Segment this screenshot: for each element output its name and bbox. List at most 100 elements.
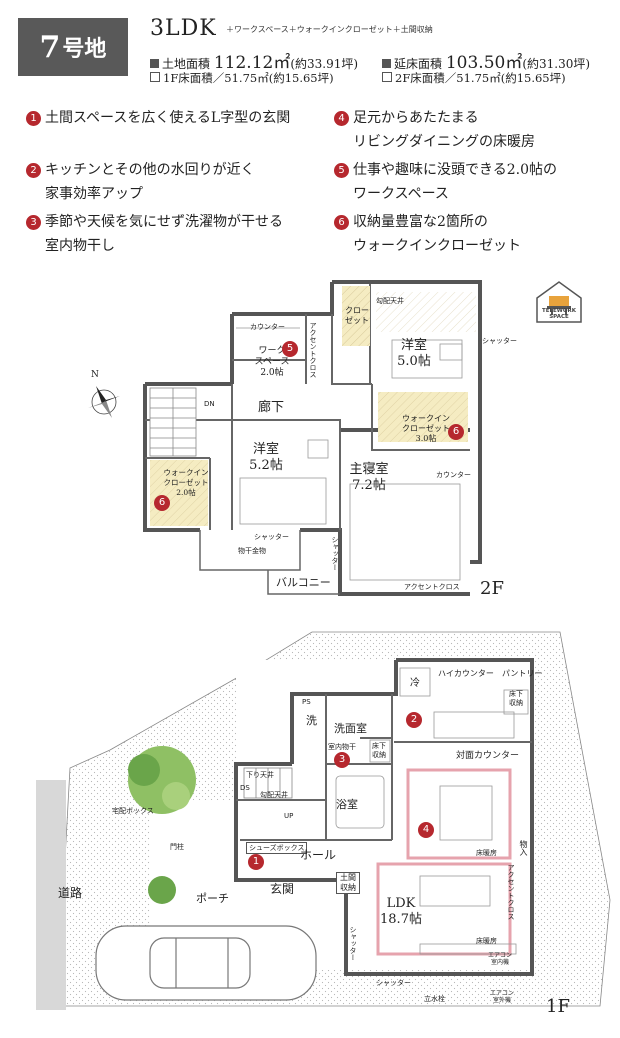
room-name: 洋室: [400, 338, 427, 353]
f1-ac-outdoor: エアコン 室外機: [484, 990, 520, 1004]
room-name: 床下: [509, 690, 523, 698]
marker-4: 4: [418, 822, 434, 838]
f2-hallway-label: 廊下: [258, 400, 285, 415]
f2-counter-right-label: カウンター: [436, 471, 471, 479]
layout-extras: ＋ワークスペース＋ウォークインクローゼット＋土間収納: [226, 25, 433, 34]
f1-standing-faucet-label: 立水栓: [424, 995, 445, 1003]
f1-porch-label: ポーチ: [196, 892, 229, 905]
room-name: 室外機: [492, 997, 511, 1004]
room-name: ウォークイン: [163, 468, 209, 477]
floor1-furniture: [335, 667, 529, 955]
floor1-stairs: [243, 767, 293, 799]
floor1-area-row: 1F床面積／51.75㎡(約15.65坪): [150, 70, 334, 86]
f2-shutter-vertical-label: シャッター: [331, 536, 339, 571]
feature-text: ウォークインクローゼット: [353, 238, 521, 254]
f2-shutter-right-label: シャッター: [482, 337, 517, 345]
layout-type: 3LDK: [150, 16, 217, 41]
f1-dropped-ceiling-label: 下り天井: [246, 771, 274, 779]
floor2-label: 2F: [480, 578, 504, 599]
feature-text: キッチンとその他の水回りが近く: [45, 162, 255, 178]
marker-2: 2: [406, 712, 422, 728]
marker-6: 6: [448, 424, 464, 440]
room-name: クロー: [345, 306, 369, 315]
land-area-value: 112.12㎡: [213, 53, 291, 73]
feature-text: リビングダイニングの床暖房: [353, 134, 535, 150]
floor2-balcony: [199, 530, 340, 595]
room-size: 7.2帖: [352, 478, 386, 493]
land-area-tsubo: (約33.91坪): [290, 57, 359, 71]
room-name: 室内機: [490, 959, 509, 966]
f1-floor-heating-top-label: 床暖房: [476, 849, 497, 857]
f1-bathroom-label: 浴室: [336, 798, 358, 811]
f2-dn-label: DN: [204, 400, 215, 408]
f2-wic-left-room: ウォークイン クローゼット 2.0帖: [160, 468, 212, 498]
land-area-label: 土地面積: [162, 57, 211, 71]
f2-drying-hardware-label: 物干金物: [238, 547, 266, 555]
floor1-walls: [234, 658, 534, 976]
car-icon: [95, 925, 317, 1001]
room-name: 収納: [372, 751, 386, 759]
f2-wic-right-room: ウォークイン クローゼット 3.0帖: [396, 414, 456, 444]
f1-hall-label: ホール: [300, 848, 337, 862]
f2-western-room-a: 洋室 5.0帖: [394, 338, 434, 370]
lot-number-badge: 7 号地: [18, 18, 128, 76]
f1-delivery-box-label: 宅配ボックス: [112, 807, 154, 815]
room-name: 収納: [509, 699, 523, 707]
telework-house-icon: [536, 281, 582, 323]
feature-number: 1: [26, 111, 41, 126]
f1-high-counter-label: ハイカウンター: [438, 669, 494, 678]
compass-rose-icon: [88, 386, 120, 418]
room-name: 主寝室: [349, 462, 389, 477]
floor2-furniture: [236, 327, 463, 581]
outline-square-icon: [382, 72, 392, 82]
telework-line2: SPACE: [549, 314, 569, 320]
feature-number: 5: [334, 163, 349, 178]
room-name: ゼット: [345, 316, 369, 325]
room-name: 床下: [372, 742, 386, 750]
f1-ldk-room: LDK 18.7帖: [376, 896, 426, 928]
feature-number: 6: [334, 215, 349, 230]
f1-ds-label: DS: [240, 784, 250, 792]
telework-label: TELEWORK SPACE: [534, 308, 584, 320]
floor1-area: 1F床面積／51.75㎡(約15.65坪): [163, 71, 334, 85]
room-size: 5.0帖: [397, 354, 431, 369]
feature-number: 2: [26, 163, 41, 178]
feature-text: ワークスペース: [353, 186, 449, 202]
feature-text: 家事効率アップ: [45, 186, 143, 202]
feature-text: 室内物干し: [45, 238, 115, 254]
f2-balcony-label: バルコニー: [276, 576, 331, 589]
room-name: 洋室: [252, 442, 279, 457]
floor2-walls: [143, 280, 482, 596]
room-name: 収納: [340, 883, 356, 892]
room-name: クローゼット: [402, 424, 450, 433]
floor-area-label: 延床面積: [394, 57, 443, 71]
f1-gate-pillar-label: 門柱: [170, 843, 184, 851]
f2-slope-ceiling-label: 勾配天井: [376, 297, 404, 305]
f1-road-label: 道路: [58, 886, 83, 900]
room-size: 2.0帖: [176, 488, 196, 497]
f1-slope-ceiling-label: 勾配天井: [260, 791, 288, 799]
f1-floor-heating-bottom-label: 床暖房: [476, 937, 497, 945]
road-strip: [36, 780, 66, 1010]
f1-accent-cross-label: アクセントクロス: [507, 864, 515, 920]
marker-3: 3: [334, 752, 350, 768]
room-name: エアコン: [487, 952, 512, 959]
outline-square-icon: [150, 72, 160, 82]
floor2-area: 2F床面積／51.75㎡(約15.65坪): [395, 71, 566, 85]
marker-6: 6: [154, 495, 170, 511]
f2-accent-cross-bottom-label: アクセントクロス: [404, 583, 460, 591]
f1-entrance-label: 玄関: [270, 882, 295, 896]
f1-doma-storage: 土間 収納: [336, 872, 360, 894]
f1-indoor-drying-label: 室内物干: [328, 743, 356, 751]
f1-face-counter-label: 対面カウンター: [456, 751, 520, 761]
feature-text: 収納量豊富な2箇所の: [353, 214, 488, 230]
f1-up-label: UP: [284, 812, 294, 820]
room-name: エアコン: [489, 990, 514, 997]
land-area-row: 土地面積 112.12㎡(約33.91坪): [150, 48, 358, 73]
floor-area-tsubo: (約31.30坪): [522, 57, 591, 71]
compass: N: [84, 370, 124, 426]
